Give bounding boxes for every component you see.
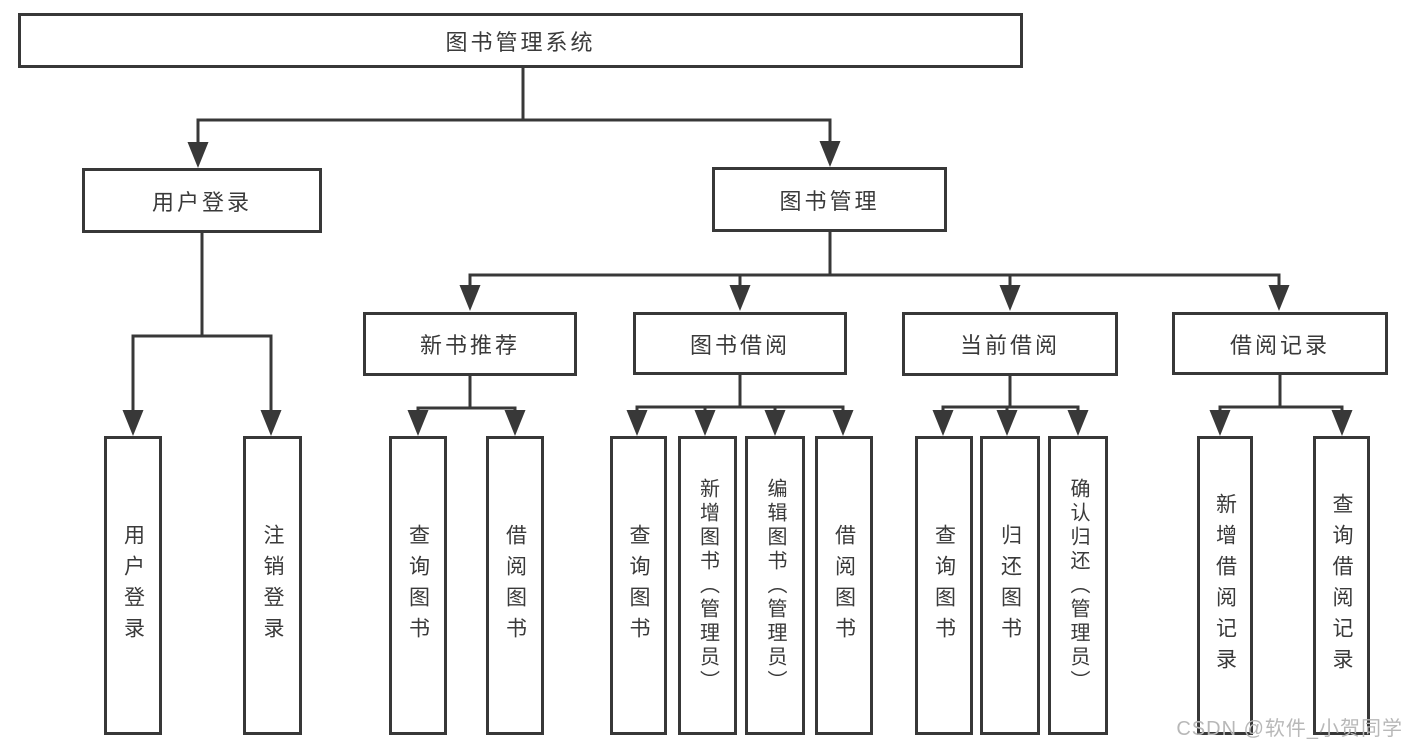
leaf-label: 查询借阅记录 [1330,492,1353,679]
leaf-label: 借阅图书 [503,523,527,648]
leaf-logout: 注销登录 [243,436,302,735]
leaf-label: 注销登录 [261,523,284,648]
watermark: CSDN @软件_小贺同学 [1176,718,1403,740]
leaf-query-borrow-record: 查询借阅记录 [1313,436,1370,735]
leaf-confirm-return-admin: 确认归还（管理员） [1048,436,1108,735]
node-root: 图书管理系统 [18,13,1023,68]
leaf-label: 编辑图书（管理员） [764,477,786,694]
leaf-add-books-admin: 新增图书（管理员） [678,436,737,735]
node-new-book-recommend: 新书推荐 [363,312,577,376]
leaf-edit-books-admin: 编辑图书（管理员） [745,436,805,735]
connector-book-borrow-group [626,372,854,436]
leaf-label: 新增图书（管理员） [696,477,719,694]
node-borrow-records: 借阅记录 [1172,312,1388,375]
node-label: 借阅记录 [1229,332,1330,358]
leaf-label: 归还图书 [998,523,1022,648]
node-label: 用户登录 [151,189,252,215]
leaf-return-books: 归还图书 [980,436,1040,735]
leaf-label: 查询图书 [932,523,956,648]
node-book-management: 图书管理 [712,167,947,232]
node-label: 当前借阅 [959,333,1060,358]
node-label: 新书推荐 [419,333,520,358]
leaf-query-books-borrow: 查询图书 [610,436,667,735]
leaf-query-books-recommend: 查询图书 [389,436,447,735]
node-book-borrow: 图书借阅 [633,312,847,375]
leaf-add-borrow-record: 新增借阅记录 [1197,436,1253,735]
node-label: 图书借阅 [689,332,790,358]
node-current-borrow: 当前借阅 [902,312,1118,376]
node-label: 图书管理 [779,188,880,214]
leaf-borrow-books-recommend: 借阅图书 [486,436,544,735]
leaf-borrow-books: 借阅图书 [815,436,873,735]
leaf-label: 用户登录 [121,523,145,648]
connector-current-borrow-group [932,373,1089,436]
leaf-user-login: 用户登录 [104,436,162,735]
connector-borrow-records-group [1209,372,1353,436]
leaf-query-books-current: 查询图书 [915,436,973,735]
leaf-label: 确认归还（管理员） [1067,477,1089,694]
connector-new-book-group [407,373,526,436]
node-user-login: 用户登录 [82,168,322,233]
node-label: 图书管理系统 [445,29,596,55]
leaf-label: 借阅图书 [832,523,856,648]
leaf-label: 查询图书 [406,523,430,648]
connector-user-login-group [122,230,282,436]
connector-book-management-group [459,229,1290,311]
connector-root-to-level2 [187,65,841,168]
leaf-label: 查询图书 [627,523,650,648]
leaf-label: 新增借阅记录 [1213,492,1237,679]
